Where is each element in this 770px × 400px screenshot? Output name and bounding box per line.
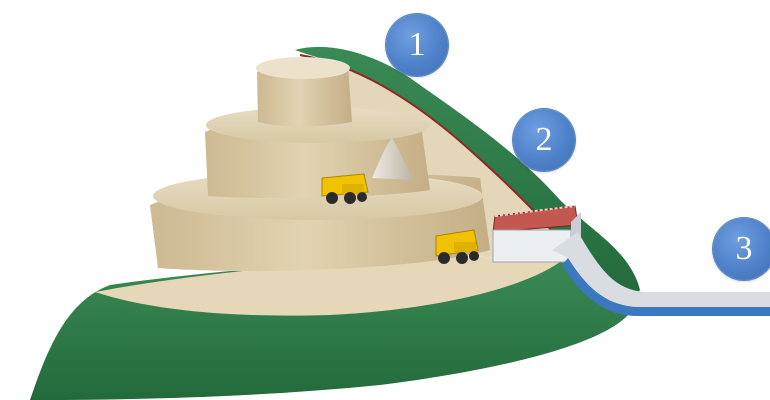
haul-truck-icon [322,174,368,204]
callout-marker-label: 2 [536,123,553,157]
callout-marker-1: 1 [386,14,448,76]
haul-truck-icon [436,230,479,264]
callout-marker-2: 2 [513,109,575,171]
callout-marker-label: 3 [736,232,753,266]
callout-marker-3: 3 [713,218,770,280]
callout-marker-label: 1 [409,28,426,62]
